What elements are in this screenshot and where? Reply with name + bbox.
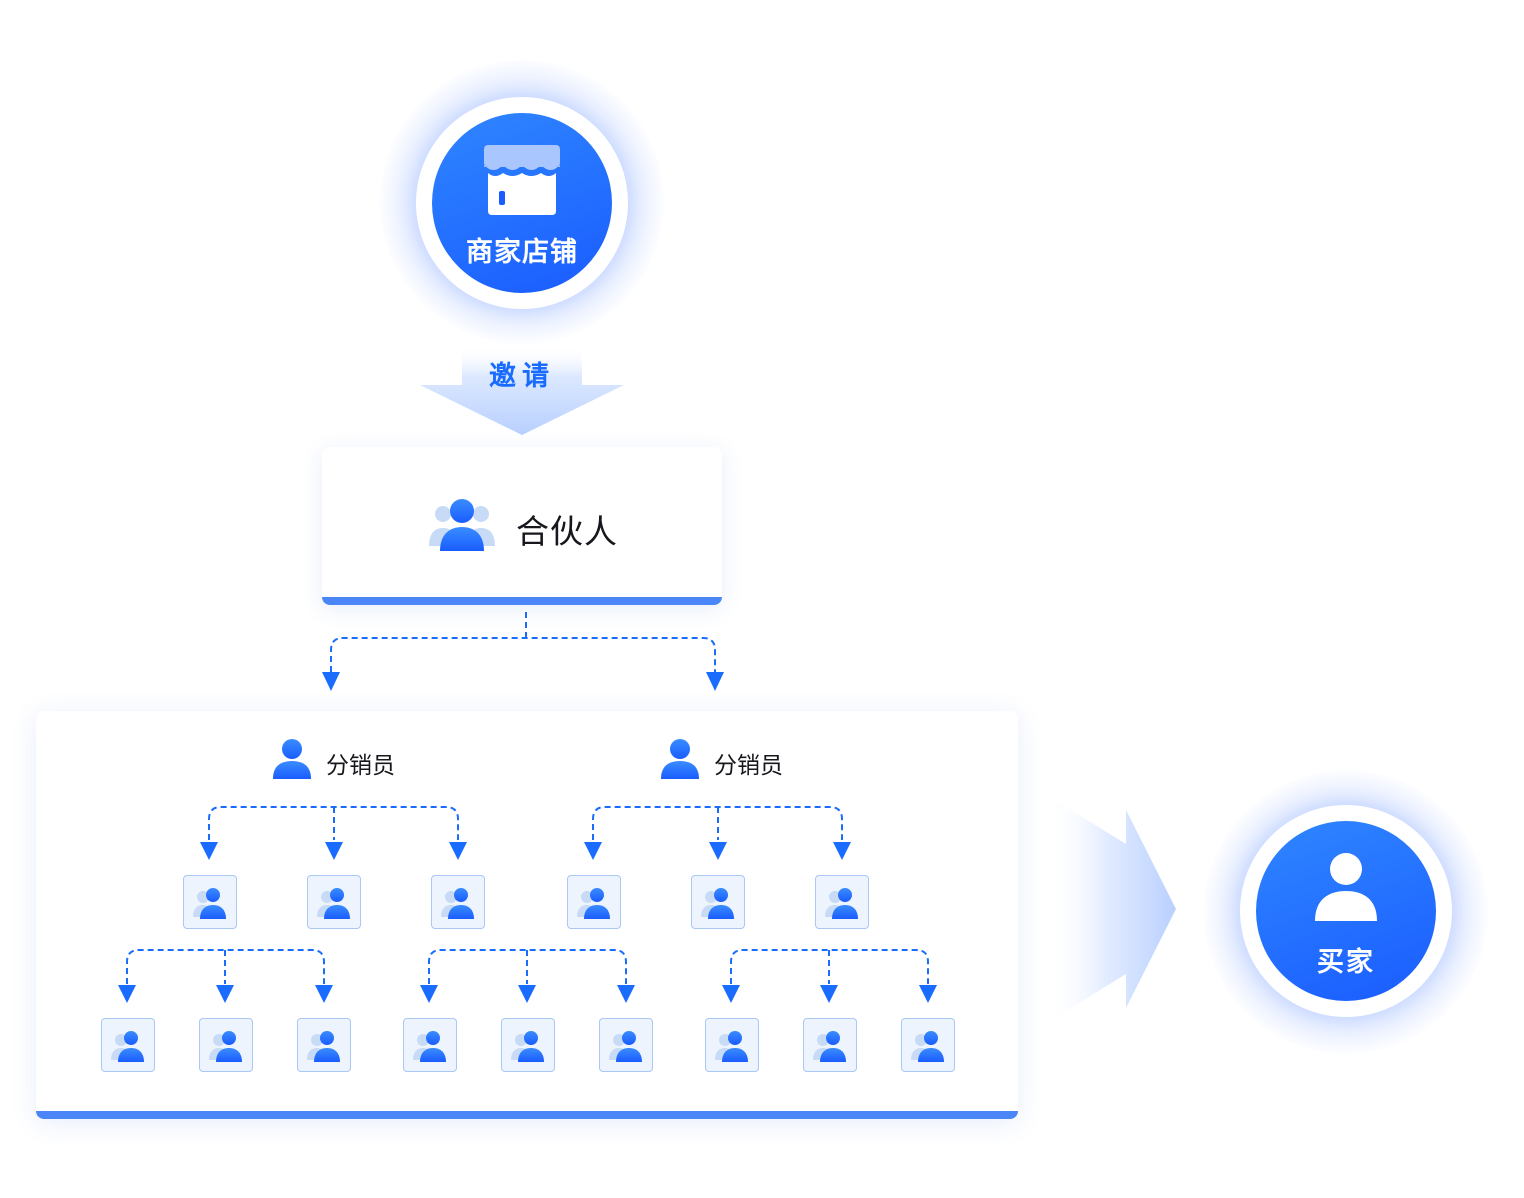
arrowhead	[706, 672, 724, 691]
partner-card	[322, 447, 722, 605]
member-node	[599, 1018, 653, 1072]
member-node	[431, 875, 485, 929]
partner-card-bar	[322, 597, 722, 605]
member-icon	[701, 888, 734, 919]
buyer-label: 买家	[1317, 947, 1375, 978]
buyer-node	[1256, 821, 1436, 1001]
member-icon	[609, 1031, 642, 1062]
member-icon	[511, 1031, 544, 1062]
member-node	[567, 875, 621, 929]
member-node	[705, 1018, 759, 1072]
member-icon	[825, 888, 858, 919]
member-node	[901, 1018, 955, 1072]
store-node	[432, 113, 612, 293]
invite-label: 邀请	[489, 361, 555, 392]
member-icon	[209, 1031, 242, 1062]
distributor-label-2: 分销员	[714, 753, 783, 779]
arrowhead	[322, 672, 340, 691]
store-label: 商家店铺	[466, 237, 578, 268]
flow-arrow-right	[1048, 796, 1176, 1022]
invite-arrow	[420, 345, 624, 435]
member-icon	[413, 1031, 446, 1062]
member-icon	[715, 1031, 748, 1062]
member-node	[101, 1018, 155, 1072]
member-icon	[813, 1031, 846, 1062]
user-icon	[273, 739, 311, 779]
member-node	[307, 875, 361, 929]
member-icon	[441, 888, 474, 919]
member-icon	[111, 1031, 144, 1062]
member-icon	[577, 888, 610, 919]
partner-label: 合伙人	[516, 512, 618, 551]
member-icon	[307, 1031, 340, 1062]
user-icon	[661, 739, 699, 779]
member-icon	[317, 888, 350, 919]
member-node	[815, 875, 869, 929]
user-icon	[1315, 853, 1377, 921]
member-node	[183, 875, 237, 929]
member-node	[691, 875, 745, 929]
member-icon	[193, 888, 226, 919]
member-node	[297, 1018, 351, 1072]
distributor-label-1: 分销员	[326, 753, 395, 779]
storefront-icon	[484, 145, 560, 215]
member-node	[403, 1018, 457, 1072]
member-node	[199, 1018, 253, 1072]
user-group-icon	[429, 499, 495, 551]
member-node	[803, 1018, 857, 1072]
member-icon	[911, 1031, 944, 1062]
member-node	[501, 1018, 555, 1072]
distributor-panel-bar	[36, 1111, 1018, 1119]
